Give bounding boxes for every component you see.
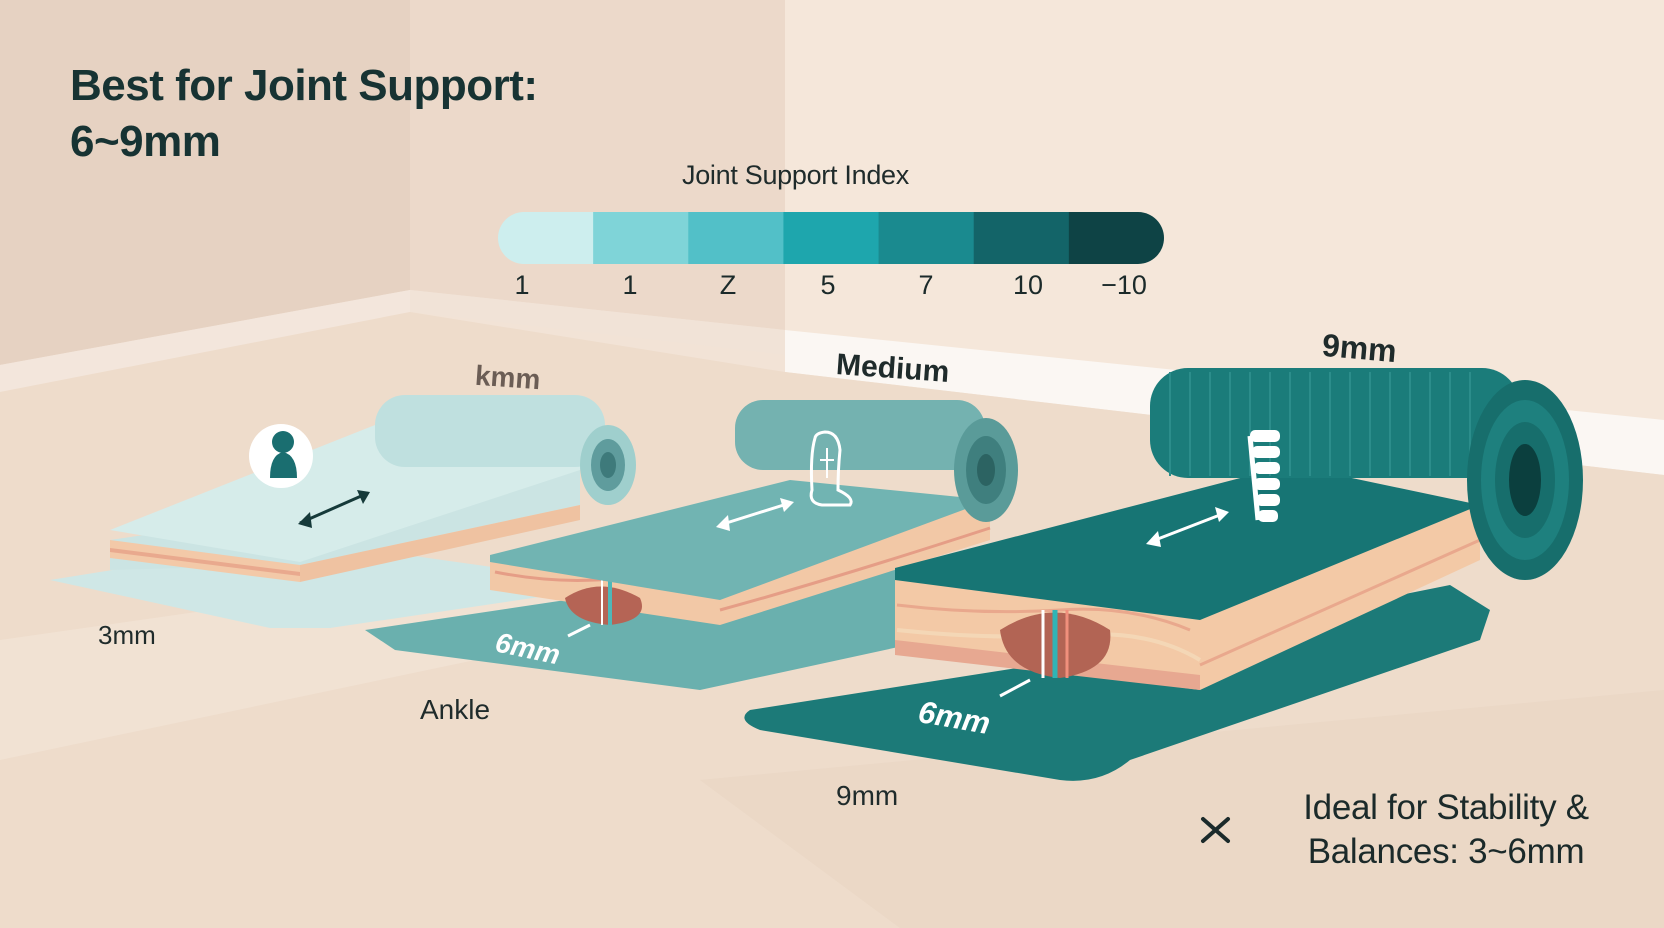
index-bar-segment bbox=[593, 212, 689, 264]
tick-label: 1 bbox=[514, 270, 530, 300]
close-icon bbox=[1201, 817, 1230, 843]
stability-note: Ideal for Stability & Balances: 3~6mm bbox=[1256, 786, 1636, 874]
index-bar-segment bbox=[973, 212, 1070, 264]
index-title: Joint Support Index bbox=[682, 160, 909, 190]
stability-note-line-1: Ideal for Stability & bbox=[1303, 788, 1589, 827]
headline: Best for Joint Support: 6~9mm bbox=[70, 58, 630, 170]
thick-mat-bottom-label: 9mm bbox=[836, 780, 899, 811]
index-bar-segment bbox=[878, 212, 975, 264]
tick-label: 1 bbox=[622, 270, 638, 300]
tick-label: 5 bbox=[820, 270, 836, 300]
thin-mat-bottom-label: 3mm bbox=[98, 620, 156, 650]
thick-mat bbox=[744, 368, 1583, 781]
index-bar-segment bbox=[688, 212, 784, 264]
person-head-icon bbox=[249, 424, 313, 488]
tick-label: −10 bbox=[1101, 270, 1147, 300]
index-bar-segment bbox=[498, 212, 594, 264]
tick-label: Z bbox=[719, 270, 737, 300]
headline-line-1: Best for Joint Support: bbox=[70, 61, 538, 110]
medium-mat bbox=[365, 400, 1020, 690]
ankle-icon bbox=[809, 430, 853, 507]
spine-icon bbox=[1247, 430, 1280, 522]
baseboard-mid bbox=[410, 290, 785, 355]
index-bar-segment bbox=[1068, 212, 1164, 264]
medium-mat-bottom-label: Ankle bbox=[420, 694, 491, 725]
thin-mat bbox=[50, 395, 636, 628]
thin-mat-top-label: kmm bbox=[474, 359, 542, 396]
stability-note-line-2: Balances: 3~6mm bbox=[1307, 832, 1585, 871]
tick-label: 7 bbox=[918, 270, 934, 300]
left-wall bbox=[0, 0, 410, 365]
index-bar-segment bbox=[783, 212, 880, 264]
shadow-patch bbox=[700, 690, 1664, 928]
back-wall bbox=[785, 0, 1664, 430]
index-ticks: 1 1 Z 5 7 10 −10 bbox=[498, 270, 1158, 310]
joint-support-index-bar bbox=[498, 212, 1164, 264]
baseboard-left bbox=[0, 290, 410, 392]
headline-line-2: 6~9mm bbox=[70, 117, 221, 166]
tick-label: 10 bbox=[1012, 270, 1044, 300]
thick-mat-top-label: 9mm bbox=[1320, 326, 1399, 370]
